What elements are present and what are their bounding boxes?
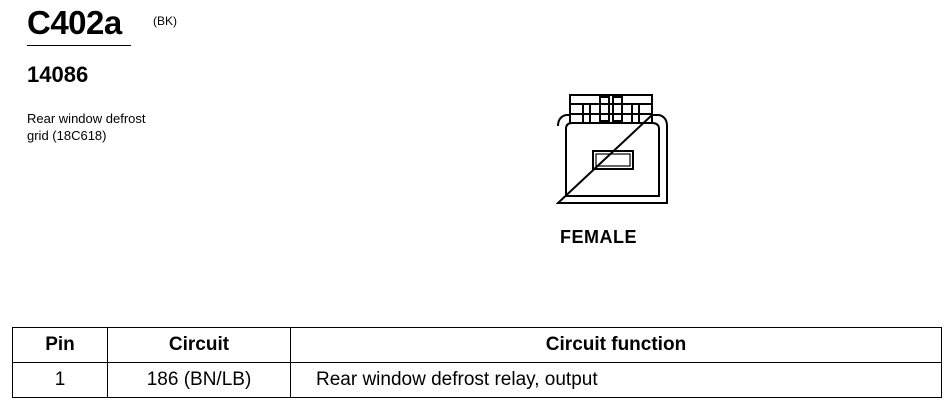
- header-pin: Pin: [12, 327, 108, 363]
- table-row: 1 186 (BN/LB) Rear window defrost relay,…: [12, 362, 942, 398]
- color-code: (BK): [153, 14, 177, 28]
- connector-description: Rear window defrost grid (18C618): [27, 110, 146, 144]
- connector-face-drawing: [556, 94, 668, 204]
- pin-number: 1: [12, 362, 108, 398]
- circuit-code: 186 (BN/LB): [107, 362, 291, 398]
- pin-table-header-row: Pin Circuit Circuit function: [12, 327, 942, 363]
- header-circuit-function: Circuit function: [290, 327, 942, 363]
- circuit-function: Rear window defrost relay, output: [290, 362, 942, 398]
- connector-body-outer: [556, 114, 668, 204]
- part-number: 14086: [27, 62, 89, 87]
- terminal-cavity: [592, 150, 634, 170]
- description-line-2: grid (18C618): [27, 128, 107, 143]
- connector-gender-label: FEMALE: [560, 227, 637, 247]
- connector-id: C402a: [27, 4, 122, 41]
- pin-table: Pin Circuit Circuit function 1 186 (BN/L…: [12, 327, 942, 398]
- connector-body-inner: [565, 122, 660, 197]
- title-underline: [27, 45, 131, 46]
- header-circuit: Circuit: [107, 327, 291, 363]
- description-line-1: Rear window defrost: [27, 111, 146, 126]
